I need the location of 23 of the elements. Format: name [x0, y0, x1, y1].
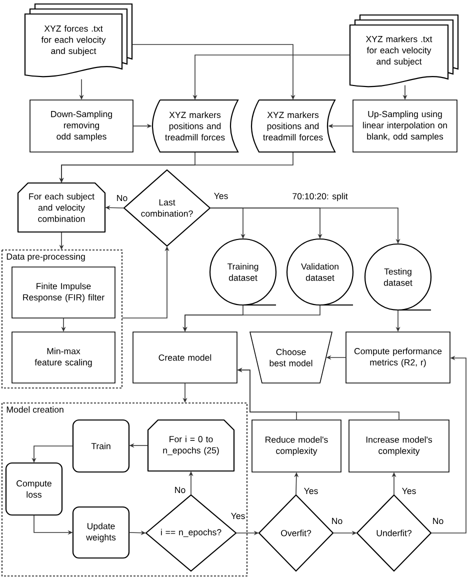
rounded-box: Update weights: [72, 506, 130, 559]
process-box: Increase model's complexity: [348, 420, 450, 472]
process-box: Min-max feature scaling: [12, 332, 116, 384]
edge-label: Yes: [212, 192, 230, 200]
process-box: Up-Sampling using linear interpolation on blank, odd samples: [352, 100, 458, 152]
edge-label: Yes: [302, 486, 320, 496]
rounded-box: Compute loss: [5, 462, 63, 516]
process-box: Finite Impulse Response (FIR) filter: [12, 266, 116, 318]
document-stack: XYZ forces .txt for each velocity and subject: [24, 3, 133, 78]
document-stack: XYZ markers .txt for each velocity and subject: [349, 14, 459, 88]
process-box: Compute performance metrics (R2, r): [346, 332, 450, 384]
rounded-box: Train: [72, 419, 130, 473]
loop-limit-box: For each subject and velocity combination: [17, 182, 106, 233]
edge-label: Yes: [400, 486, 418, 496]
stored-data-shape: XYZ markers positions and treadmill forces: [250, 99, 336, 153]
process-box: Create model: [132, 332, 238, 384]
stored-data-shape: XYZ markers positions and treadmill forces: [152, 99, 239, 153]
loop-limit-box: For i = 0 to n_epochs (25): [147, 419, 235, 472]
edge-label: No: [173, 486, 187, 494]
process-box: Reduce model's complexity: [252, 420, 342, 472]
edge-label: No: [431, 516, 445, 526]
process-box: Down-Sampling removing odd samples: [30, 100, 134, 152]
edge-label: 70:10:20: split: [291, 192, 349, 202]
